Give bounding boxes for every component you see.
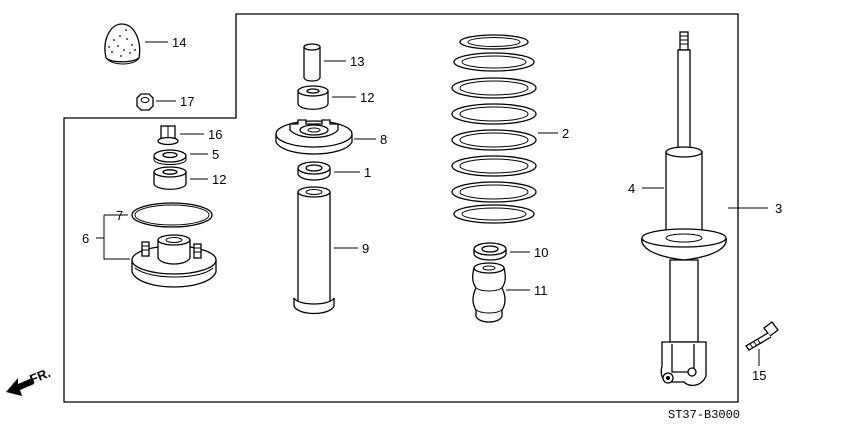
part-6-mount-base[interactable] — [131, 234, 217, 288]
callout-7: 7 — [116, 208, 123, 223]
front-direction-arrow: FR. — [6, 365, 53, 396]
callout-4: 4 — [628, 181, 635, 196]
part-12-bushing-left[interactable] — [153, 166, 187, 190]
part-12-bushing-middle[interactable] — [297, 85, 329, 110]
part-16-flange-nut[interactable] — [157, 125, 179, 146]
callout-15: 15 — [752, 368, 766, 383]
callout-16: 16 — [208, 127, 222, 142]
diagram-code: ST37-B3000 — [668, 408, 740, 422]
part-10-seat-washer[interactable] — [473, 242, 507, 261]
part-11-bump-stop[interactable] — [472, 262, 506, 323]
part-7-o-ring[interactable] — [131, 202, 213, 228]
assembly-frame — [63, 13, 739, 403]
part-9-dust-cover[interactable] — [293, 186, 335, 315]
callout-13: 13 — [350, 54, 364, 69]
callout-14: 14 — [172, 35, 186, 50]
direction-label: FR. — [28, 365, 53, 387]
callout-6: 6 — [82, 231, 89, 246]
callout-17: 17 — [180, 94, 194, 109]
callout-12-middle: 12 — [360, 90, 374, 105]
callout-8: 8 — [380, 132, 387, 147]
callout-10: 10 — [534, 245, 548, 260]
callout-11: 11 — [534, 283, 548, 298]
part-15-bolt[interactable] — [745, 321, 779, 351]
part-17-nut[interactable] — [136, 93, 154, 111]
callout-5: 5 — [212, 147, 219, 162]
part-3-shock-absorber[interactable] — [641, 31, 727, 387]
callout-9: 9 — [362, 241, 369, 256]
part-13-stop-tube[interactable] — [303, 43, 321, 82]
part-14-cap[interactable] — [104, 23, 141, 65]
callout-12-left: 12 — [212, 172, 226, 187]
part-5-washer[interactable] — [153, 149, 187, 165]
callout-3: 3 — [775, 201, 782, 216]
part-8-mount-rubber[interactable] — [275, 119, 353, 155]
callout-1: 1 — [364, 165, 371, 180]
part-2-coil-spring[interactable] — [451, 34, 537, 224]
part-1-bearing[interactable] — [297, 161, 331, 181]
callout-2: 2 — [562, 126, 569, 141]
